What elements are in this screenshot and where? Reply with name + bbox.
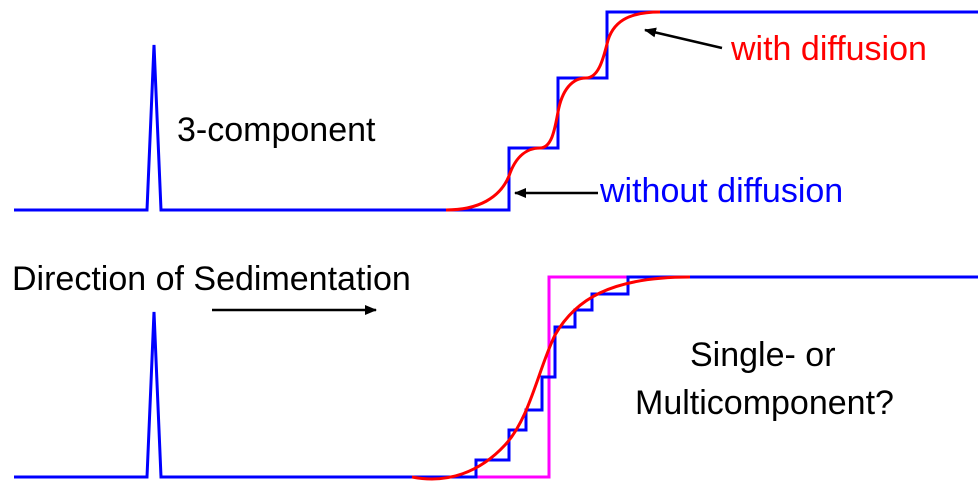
direction-of-sedimentation-label: Direction of Sedimentation: [12, 260, 411, 298]
without-diffusion-label: without diffusion: [599, 172, 843, 210]
top-baseline-with-spike: [14, 44, 446, 212]
bottom-panel: Direction of Sedimentation Single- or Mu…: [12, 260, 978, 481]
top-diffusion-curve: [445, 10, 661, 212]
question-line-1: Single- or: [690, 336, 836, 374]
top-panel: 3-component with diffusion without diffu…: [14, 10, 978, 212]
bottom-diffusion-curve: [411, 275, 691, 481]
with-diffusion-label: with diffusion: [730, 30, 927, 68]
bottom-baseline-with-spike: [14, 311, 418, 479]
with-diffusion-arrow: [644, 27, 723, 50]
three-component-label: 3-component: [177, 111, 376, 149]
question-line-2: Multicomponent?: [635, 384, 894, 422]
